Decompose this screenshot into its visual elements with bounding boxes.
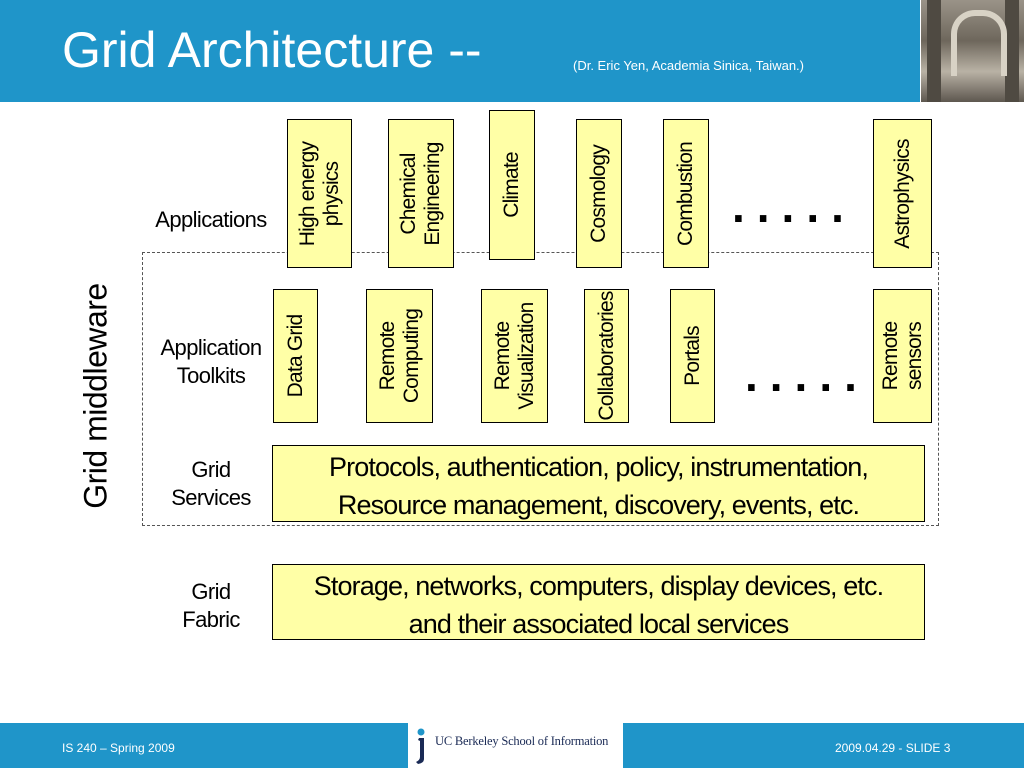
header-bar: [0, 0, 1024, 102]
grid-fabric-box: Storage, networks, computers, display de…: [272, 564, 925, 640]
toolkit-label: Portals: [680, 326, 704, 386]
app-label: Climate: [500, 152, 523, 218]
toolkits-ellipsis: .....: [745, 349, 869, 401]
ischool-i-icon: [416, 728, 425, 764]
app-box-climate: Climate: [489, 110, 535, 260]
toolkit-label: Remote Visualization: [490, 302, 538, 410]
app-box-chemical-engineering: Chemical Engineering: [388, 119, 454, 268]
footer-bar-left: [0, 723, 408, 768]
app-label: Combustion: [674, 141, 697, 246]
slide-title: Grid Architecture --: [62, 22, 482, 78]
app-label: Astrophysics: [890, 138, 914, 249]
ucb-ischool-logo: UC Berkeley School of Information: [408, 723, 623, 768]
app-box-high-energy-physics: High energy physics: [287, 119, 352, 268]
app-label: High energy physics: [295, 141, 343, 246]
app-box-combustion: Combustion: [663, 119, 709, 268]
row-label-toolkits: Application Toolkits: [160, 335, 262, 388]
footer-bar-right: [623, 723, 1024, 768]
app-label: Cosmology: [587, 144, 610, 243]
row-label-fabric: Grid Fabric: [182, 579, 240, 632]
toolkit-box-remote-visualization: Remote Visualization: [481, 289, 548, 423]
grid-services-box: Protocols, authentication, policy, instr…: [272, 445, 925, 522]
toolkit-box-collaboratories: Collaboratories: [584, 289, 629, 423]
logo-text: UC Berkeley School of Information: [435, 734, 609, 748]
toolkit-box-remote-sensors: Remote sensors: [873, 289, 932, 423]
row-label-applications: Applications: [155, 207, 267, 232]
grid-middleware-region: [142, 252, 939, 526]
toolkit-label: Remote sensors: [878, 321, 926, 391]
app-box-astrophysics: Astrophysics: [873, 119, 932, 268]
toolkit-box-data-grid: Data Grid: [273, 289, 318, 423]
footer-course: IS 240 – Spring 2009: [62, 741, 175, 755]
row-label-services: Grid Services: [171, 457, 251, 510]
applications-ellipsis: .....: [732, 180, 856, 232]
toolkit-label: Data Grid: [283, 314, 307, 398]
toolkit-label: Collaboratories: [594, 291, 618, 421]
footer-slide-number: 2009.04.29 - SLIDE 3: [835, 741, 951, 755]
building-photo: [920, 0, 1024, 102]
slide-subtitle: (Dr. Eric Yen, Academia Sinica, Taiwan.): [573, 58, 804, 73]
toolkit-box-portals: Portals: [670, 289, 715, 423]
toolkit-box-remote-computing: Remote Computing: [366, 289, 433, 423]
app-box-cosmology: Cosmology: [576, 119, 622, 268]
app-label: Chemical Engineering: [397, 141, 444, 246]
toolkit-label: Remote Computing: [375, 308, 423, 404]
